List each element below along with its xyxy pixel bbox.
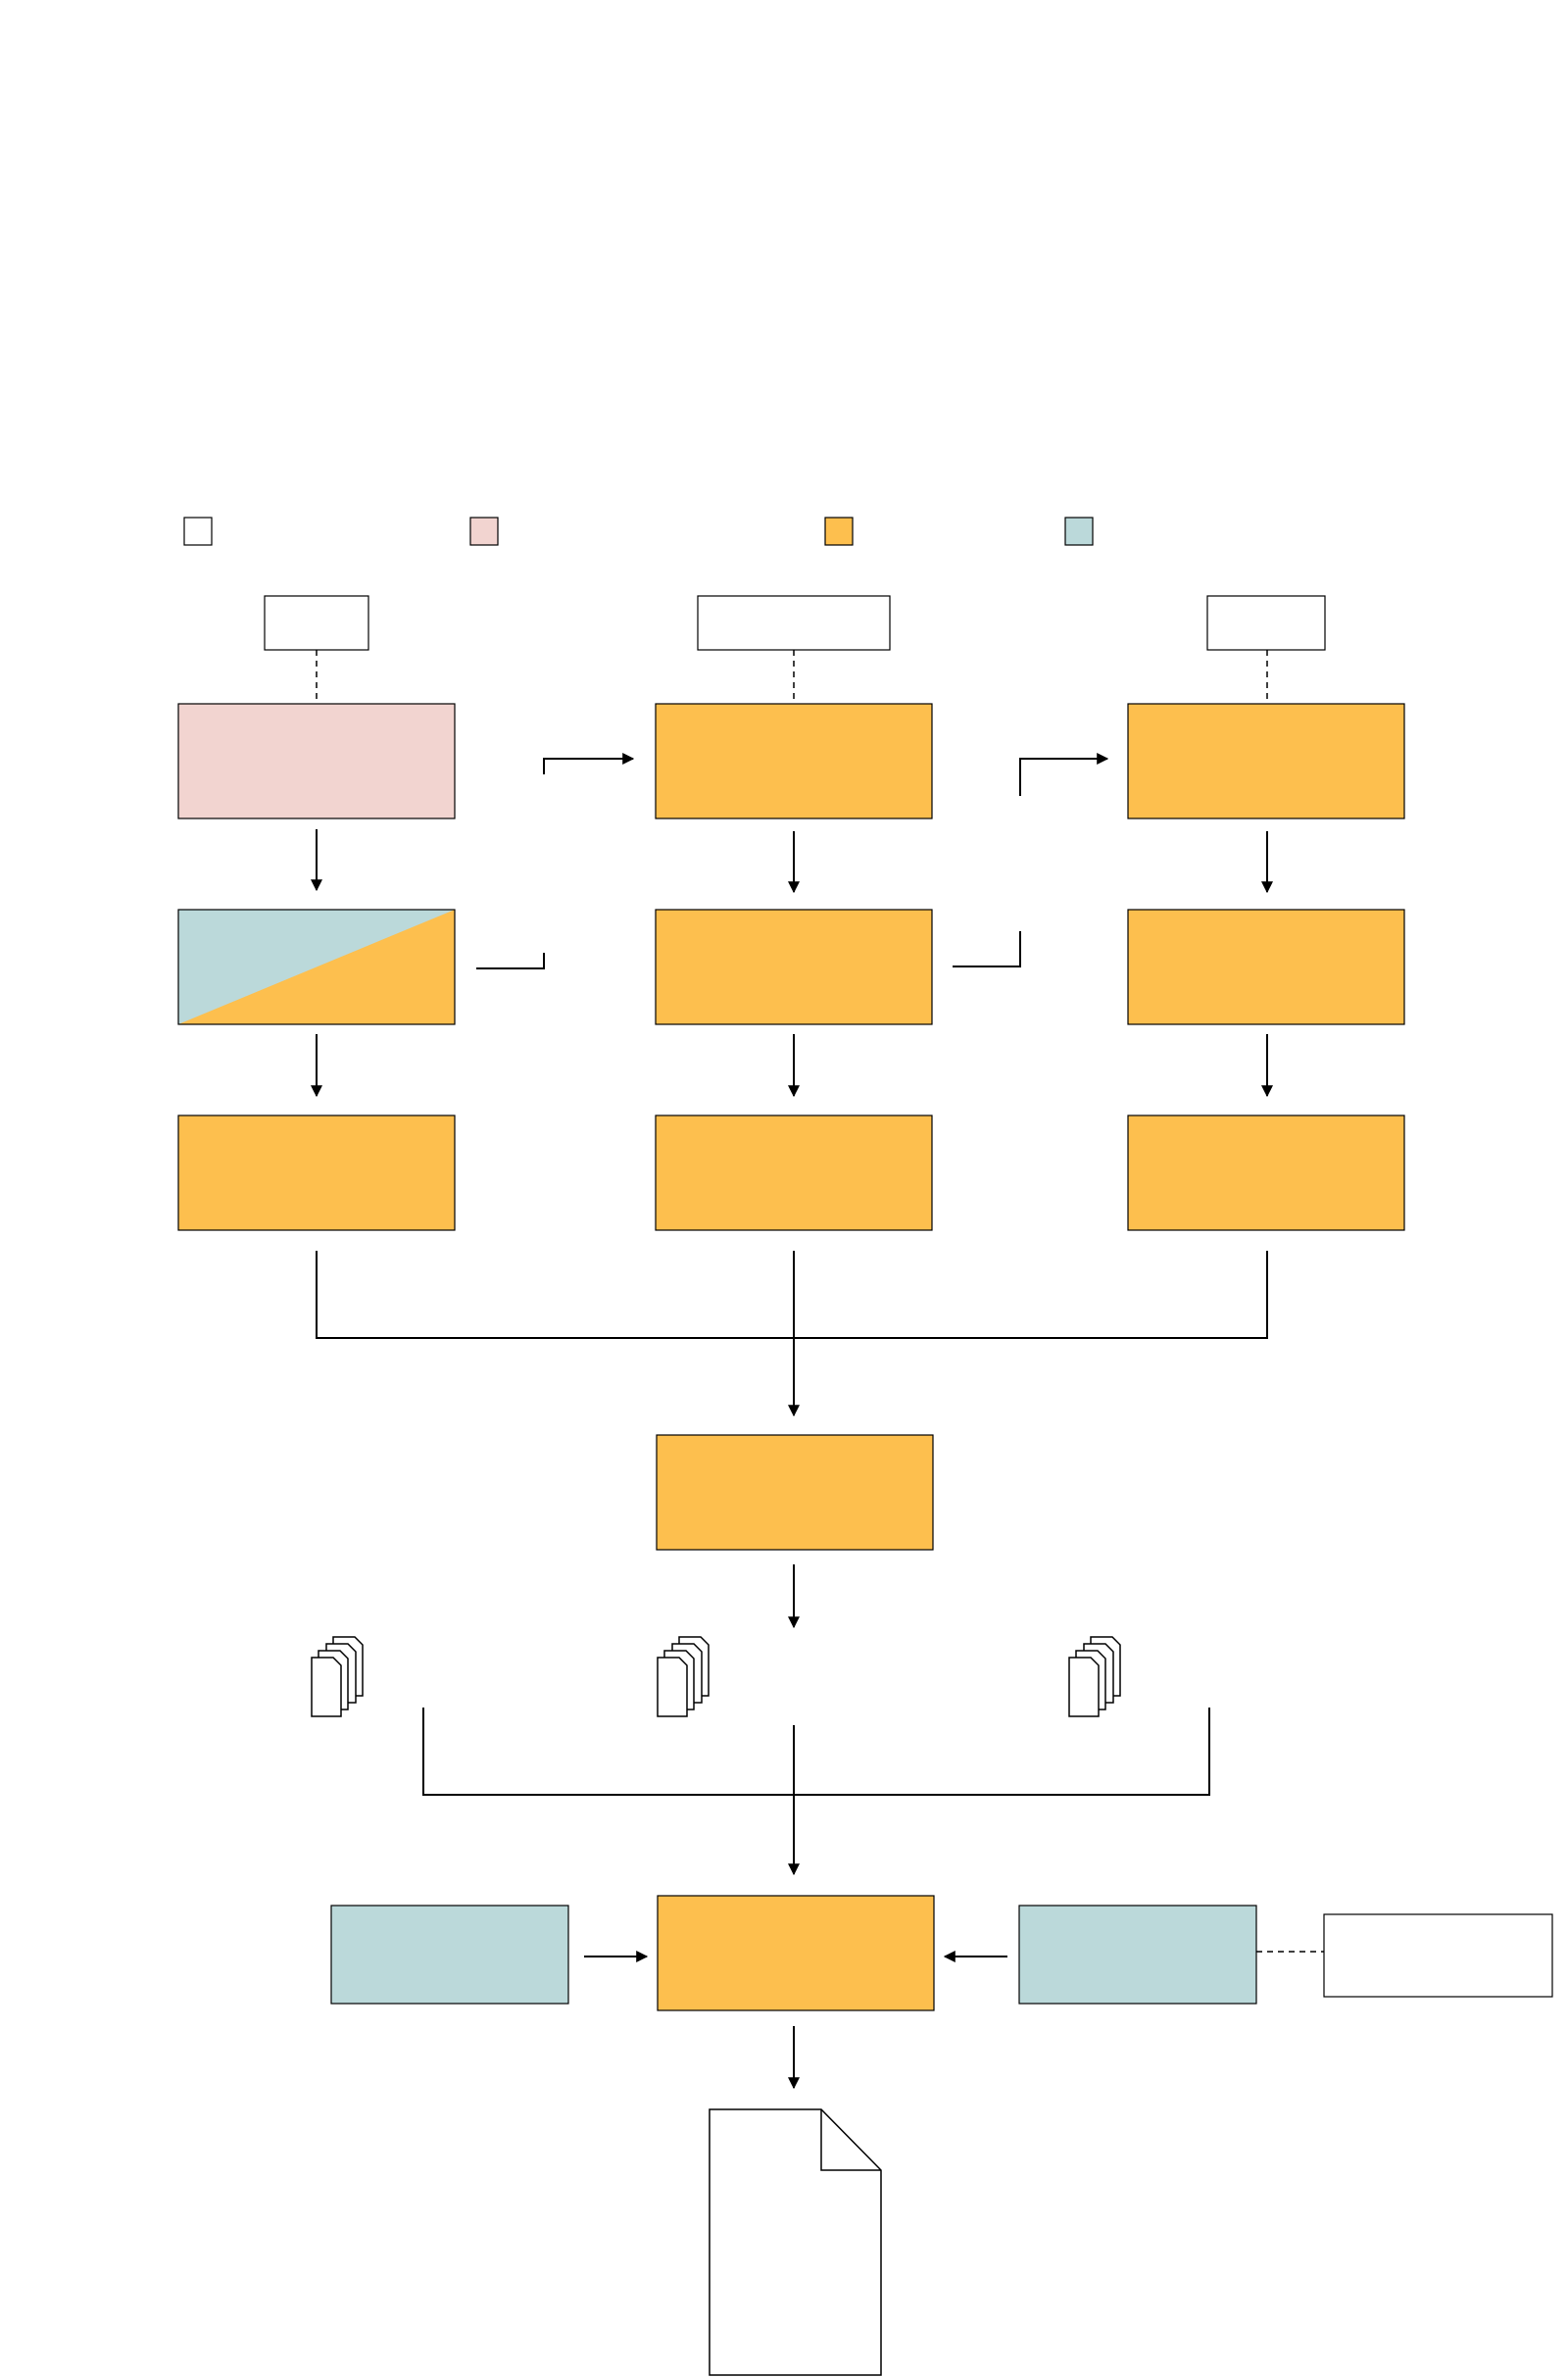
side-white-box xyxy=(1323,1913,1553,1998)
elbow-arrow-left xyxy=(543,753,635,774)
row2-right-box xyxy=(1127,909,1405,1025)
row1-left-box xyxy=(177,703,456,819)
row3-left-box xyxy=(177,1115,456,1231)
merge-bracket-1 xyxy=(316,1251,1268,1339)
documents-icon-left xyxy=(311,1636,364,1717)
row3-center-box xyxy=(655,1115,933,1231)
elbow-arrow-right xyxy=(1019,753,1109,796)
top-label-box-right xyxy=(1206,595,1326,651)
legend-swatch-pink xyxy=(469,517,499,546)
documents-icon-right xyxy=(1068,1636,1121,1717)
bottom-left-box xyxy=(330,1905,569,2005)
legend xyxy=(183,517,1094,546)
top-label-box-center xyxy=(697,595,891,651)
legend-swatch-orange xyxy=(824,517,854,546)
merge-bracket-2 xyxy=(422,1708,1210,1796)
output-document-icon xyxy=(709,2108,882,2376)
row1-center-box xyxy=(655,703,933,819)
documents-icon-center xyxy=(657,1636,710,1717)
row1-right-box xyxy=(1127,703,1405,819)
merge-center-box xyxy=(656,1434,934,1551)
row2-left-box xyxy=(177,909,456,1025)
top-label-box-left xyxy=(264,595,369,651)
bottom-center-box xyxy=(657,1895,935,2011)
bottom-right-box xyxy=(1018,1905,1257,2005)
row2-center-box xyxy=(655,909,933,1025)
legend-swatch-white xyxy=(183,517,213,546)
elbow-connector-right xyxy=(953,931,1021,967)
row3-right-box xyxy=(1127,1115,1405,1231)
elbow-connector-left xyxy=(476,953,545,969)
legend-swatch-teal xyxy=(1064,517,1094,546)
